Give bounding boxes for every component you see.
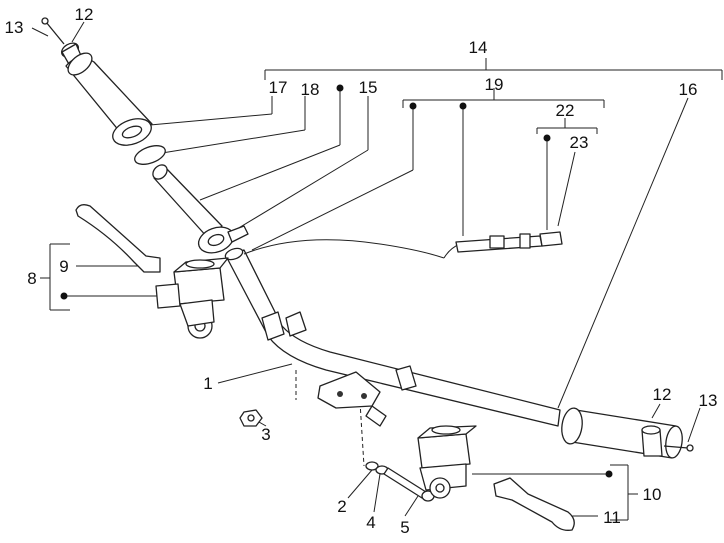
label-2: 2 bbox=[337, 497, 346, 516]
label-12-right: 12 bbox=[653, 385, 672, 404]
handlebar-tube-1 bbox=[224, 247, 561, 427]
handlebar-clamp bbox=[317, 371, 387, 427]
leader-lines bbox=[31, 21, 723, 521]
label-18: 18 bbox=[301, 80, 320, 99]
brake-lever-9 bbox=[75, 204, 161, 273]
label-5: 5 bbox=[400, 518, 409, 537]
label-22: 22 bbox=[556, 101, 575, 120]
label-16: 16 bbox=[679, 80, 698, 99]
throttle-housing-15 bbox=[197, 225, 249, 254]
grip-right bbox=[561, 407, 683, 459]
bar-end-weight-12-right bbox=[641, 425, 663, 457]
throttle-cable-19 bbox=[243, 231, 563, 259]
label-1: 1 bbox=[203, 374, 212, 393]
brake-lever-11 bbox=[493, 477, 575, 531]
label-13-right: 13 bbox=[699, 391, 718, 410]
throttle-sleeve bbox=[152, 164, 223, 239]
label-9: 9 bbox=[59, 257, 68, 276]
master-cylinder-left bbox=[155, 257, 229, 339]
label-3: 3 bbox=[261, 425, 270, 444]
label-14: 14 bbox=[469, 38, 488, 57]
master-cylinder-right bbox=[417, 425, 477, 499]
label-8: 8 bbox=[27, 269, 36, 288]
label-15: 15 bbox=[359, 78, 378, 97]
label-19: 19 bbox=[485, 75, 504, 94]
part-number-labels: 12 13 14 17 18 15 19 16 22 23 8 9 1 12 1… bbox=[5, 5, 718, 537]
washer-18 bbox=[134, 145, 166, 165]
label-17: 17 bbox=[269, 78, 288, 97]
label-23: 23 bbox=[570, 133, 589, 152]
label-4: 4 bbox=[366, 513, 375, 532]
reference-dots bbox=[60, 84, 613, 478]
nut-3 bbox=[239, 409, 263, 427]
label-11: 11 bbox=[603, 508, 621, 527]
label-12-top: 12 bbox=[75, 5, 94, 24]
screw-13-top bbox=[41, 17, 65, 45]
label-10: 10 bbox=[643, 485, 662, 504]
screw-13-right bbox=[663, 444, 694, 452]
label-13-top: 13 bbox=[5, 18, 24, 37]
grip-flange-17 bbox=[112, 118, 152, 146]
